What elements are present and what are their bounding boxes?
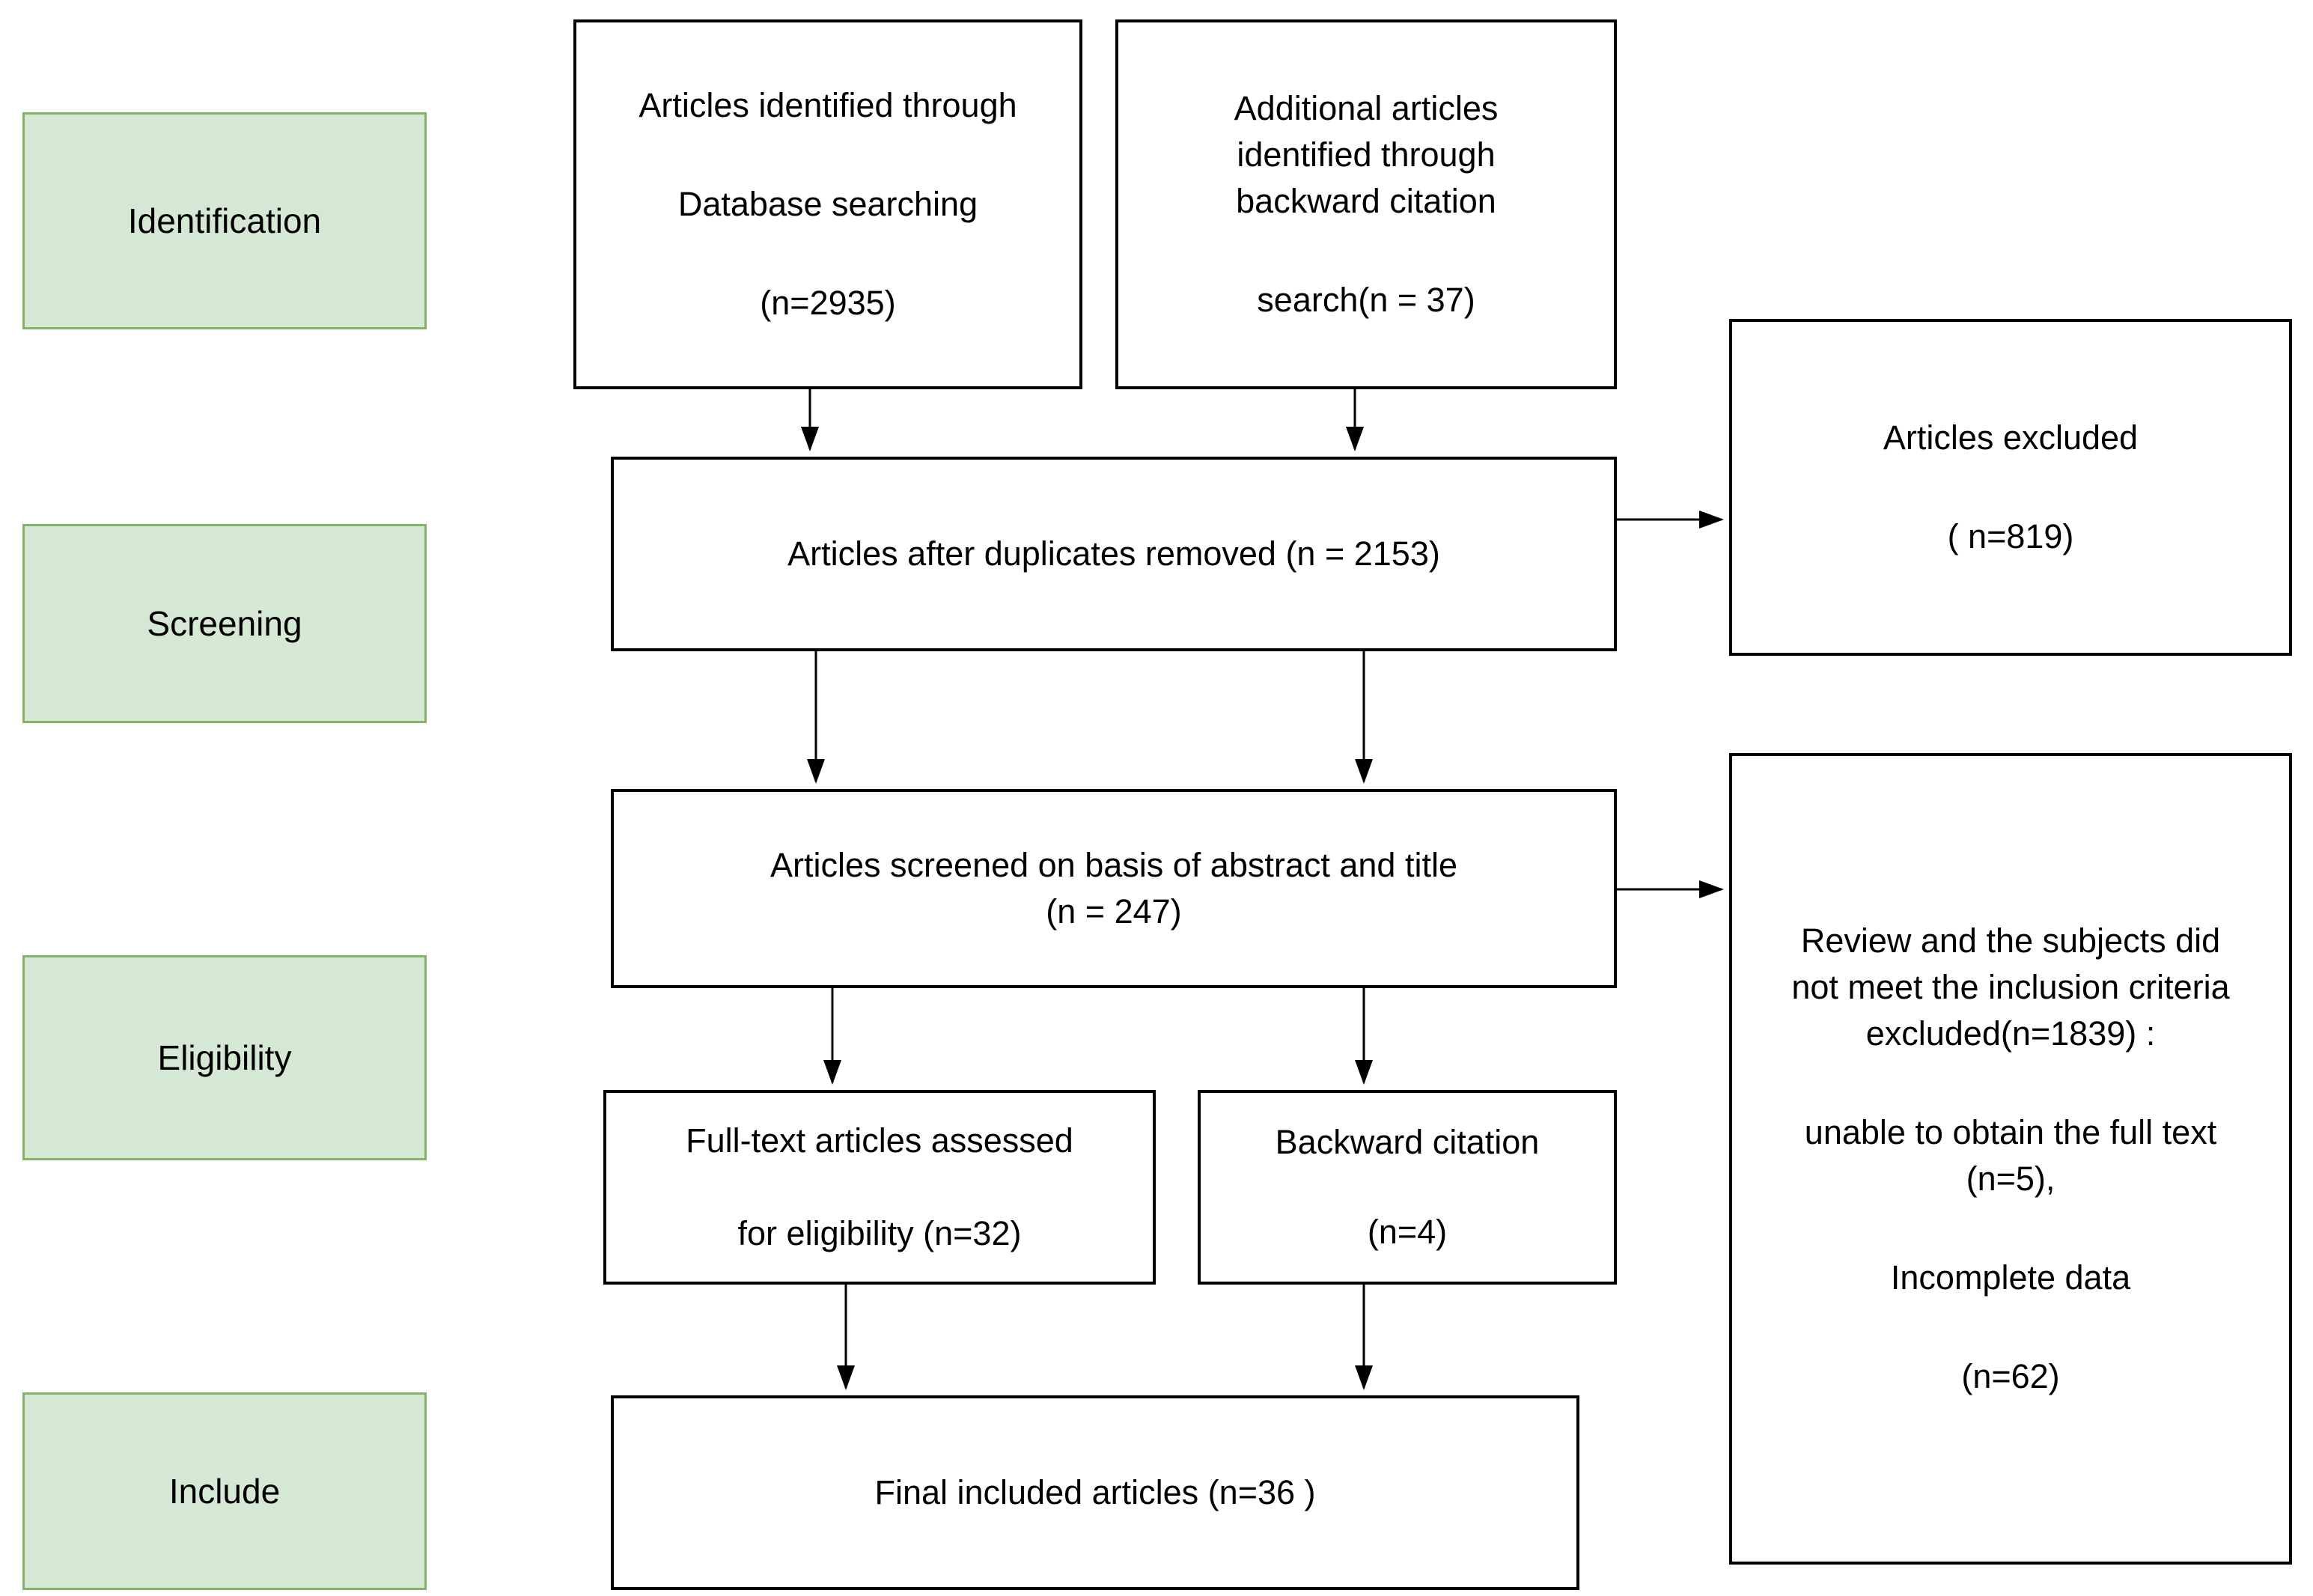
- node-articles-screened: Articles screened on basis of abstract a…: [611, 789, 1617, 988]
- node-text-line: Articles excluded: [1883, 418, 2139, 457]
- node-text-line: (n=5),: [1966, 1160, 2056, 1198]
- node-text-line: search(n = 37): [1257, 281, 1475, 319]
- stage-label-text: Include: [168, 1472, 281, 1511]
- node-text-paragraph: Review and the subjects did not meet the…: [1791, 918, 2229, 1057]
- node-text-line: Final included articles (n=36 ): [874, 1473, 1316, 1511]
- node-text-line: (n=62): [1961, 1357, 2060, 1395]
- node-text-line: (n=2935): [760, 284, 896, 322]
- node-articles-excluded: Articles excluded ( n=819): [1729, 319, 2292, 656]
- node-text-line: Full-text articles assessed: [686, 1121, 1073, 1160]
- node-duplicates-removed: Articles after duplicates removed (n = 2…: [611, 457, 1617, 651]
- node-text-paragraph: Articles after duplicates removed (n = 2…: [787, 531, 1440, 577]
- node-text-line: ( n=819): [1947, 517, 2074, 555]
- node-text-line: Backward citation: [1275, 1123, 1540, 1161]
- node-text-paragraph: (n=2935): [760, 280, 895, 326]
- node-text-line: Articles screened on basis of abstract a…: [770, 846, 1457, 884]
- stage-label-include: Include: [22, 1392, 427, 1590]
- node-text-paragraph: Database searching: [678, 181, 978, 228]
- node-backward-citation: Backward citation (n=4): [1198, 1090, 1617, 1285]
- node-text-line: backward citation: [1236, 182, 1496, 220]
- stage-label-eligibility: Eligibility: [22, 955, 427, 1160]
- node-text-line: Articles identified through: [639, 86, 1017, 124]
- node-text-paragraph: (n=4): [1368, 1209, 1447, 1255]
- node-text-line: identified through: [1237, 135, 1496, 174]
- node-text-line: not meet the inclusion criteria: [1791, 968, 2230, 1006]
- node-text-paragraph: ( n=819): [1948, 514, 2074, 560]
- node-text-paragraph: search(n = 37): [1257, 277, 1475, 323]
- node-text-paragraph: Final included articles (n=36 ): [874, 1469, 1315, 1516]
- node-text-paragraph: Articles excluded: [1883, 415, 2138, 461]
- node-text-line: Additional articles: [1234, 89, 1499, 127]
- stage-label-identification: Identification: [22, 112, 427, 329]
- node-text-line: Database searching: [677, 185, 978, 223]
- node-fulltext-assessed: Full-text articles assessed for eligibil…: [603, 1090, 1156, 1285]
- stage-label-text: Screening: [147, 604, 302, 643]
- stage-label-screening: Screening: [22, 524, 427, 723]
- node-text-paragraph: for eligibility (n=32): [738, 1210, 1022, 1257]
- node-text-paragraph: unable to obtain the full text (n=5),: [1805, 1109, 2216, 1202]
- node-articles-identified: Articles identified through Database sea…: [573, 19, 1082, 389]
- node-text-line: Incomplete data: [1890, 1258, 2131, 1297]
- node-text-paragraph: Incomplete data: [1891, 1255, 2130, 1301]
- node-additional-articles: Additional articles identified through b…: [1115, 19, 1617, 389]
- stage-label-text: Identification: [127, 201, 322, 240]
- stage-label-text: Eligibility: [157, 1038, 292, 1077]
- node-text-paragraph: Backward citation: [1276, 1119, 1540, 1166]
- node-text-line: excluded(n=1839) :: [1865, 1014, 2156, 1053]
- node-text-line: (n = 247): [1046, 892, 1182, 931]
- node-text-line: (n=4): [1367, 1213, 1448, 1251]
- node-text-paragraph: (n=62): [1961, 1353, 2059, 1400]
- node-text-line: for eligibility (n=32): [737, 1214, 1022, 1252]
- node-text-line: Articles after duplicates removed (n = 2…: [787, 534, 1440, 573]
- node-text-paragraph: Articles screened on basis of abstract a…: [770, 842, 1457, 935]
- node-text-paragraph: Articles identified through: [639, 82, 1017, 129]
- node-final-included: Final included articles (n=36 ): [611, 1395, 1579, 1590]
- node-text-paragraph: Additional articles identified through b…: [1234, 85, 1499, 225]
- node-text-line: unable to obtain the full text: [1804, 1113, 2217, 1151]
- node-text-paragraph: Full-text articles assessed: [686, 1118, 1073, 1164]
- node-text-line: Review and the subjects did: [1800, 922, 2221, 960]
- node-exclusion-reasons: Review and the subjects did not meet the…: [1729, 753, 2292, 1565]
